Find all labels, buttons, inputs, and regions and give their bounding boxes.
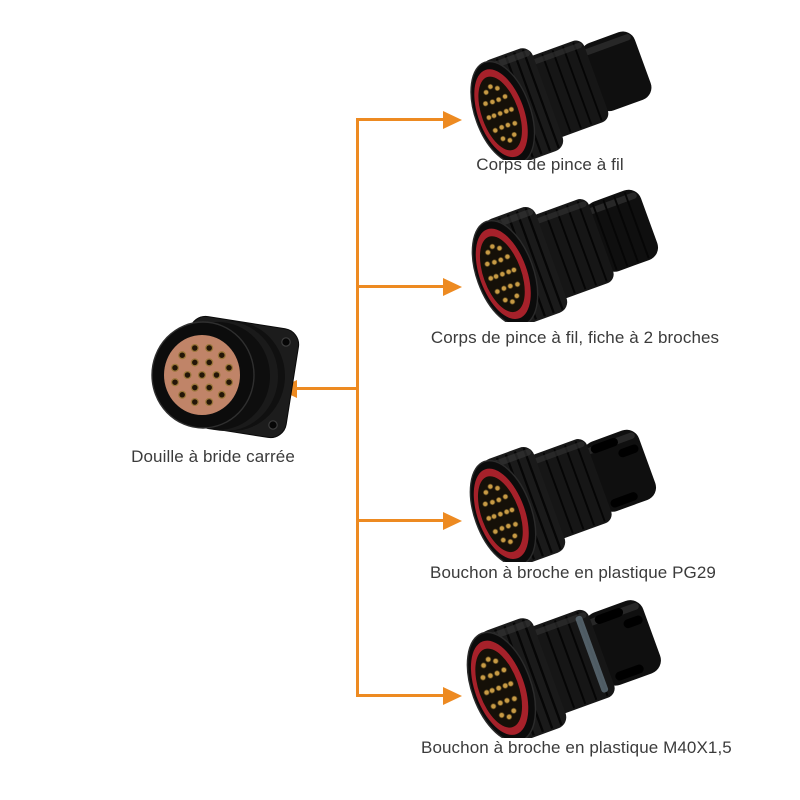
arrowhead-target-4 — [443, 686, 462, 705]
arrowhead-target-2 — [443, 277, 462, 296]
pin-plug-pg29-illustration — [456, 420, 668, 562]
cap-details — [575, 607, 644, 693]
label-target-2: Corps de pince à fil, fiche à 2 broches — [430, 328, 720, 347]
label-target-3: Bouchon à broche en plastique PG29 — [430, 563, 716, 582]
socket-face — [151, 321, 255, 429]
pin-plug-m40-illustration — [452, 590, 673, 738]
label-target-4: Bouchon à broche en plastique M40X1,5 — [421, 738, 732, 757]
product-image-square-flange-socket — [133, 312, 303, 452]
product-image-clamp-body-2pin — [453, 180, 679, 322]
label-source: Douille à bride carrée — [131, 447, 295, 466]
branch-line-3 — [356, 519, 444, 522]
pin-holes — [170, 343, 234, 407]
product-image-pin-plug-m40 — [446, 590, 684, 738]
clamp-body-2pin-illustration — [458, 180, 670, 322]
label-target-1: Corps de pince à fil — [476, 155, 624, 174]
branch-line-4 — [356, 694, 444, 697]
product-image-clamp-body — [453, 22, 671, 160]
branch-line-2 — [356, 285, 444, 288]
cap-knurling — [591, 192, 650, 271]
branch-line-1 — [356, 118, 444, 121]
square-flange-socket-illustration — [151, 315, 300, 439]
branch-line-source — [296, 387, 358, 390]
cap-slots — [590, 437, 639, 508]
tree-trunk-line — [356, 118, 359, 697]
product-image-pin-plug-pg29 — [450, 420, 678, 562]
arrowhead-target-3 — [443, 511, 462, 530]
clamp-body-illustration — [457, 22, 663, 160]
arrowhead-target-1 — [443, 110, 462, 129]
